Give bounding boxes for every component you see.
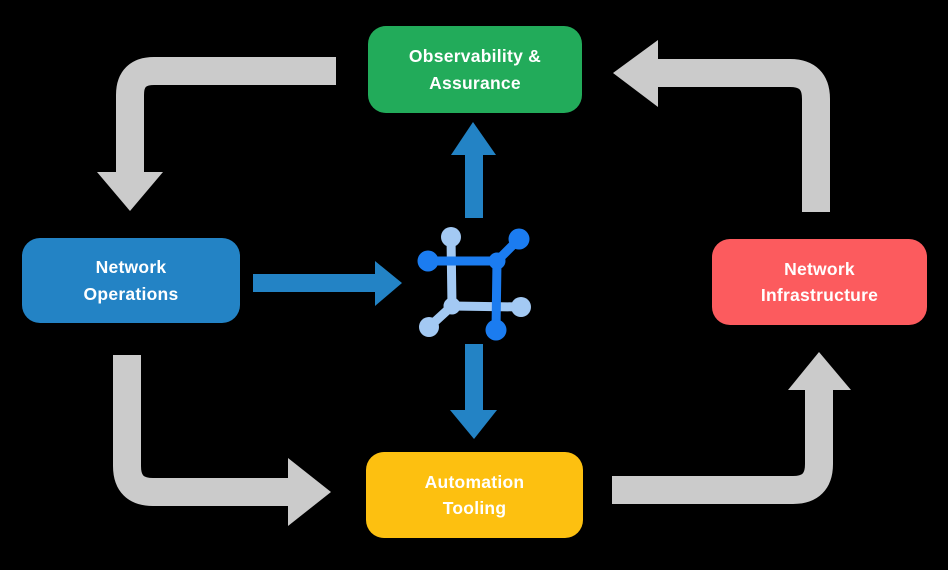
arrow-operations-to-center bbox=[253, 261, 402, 306]
arrow-head-up-icon bbox=[451, 122, 496, 155]
node-label-line: Assurance bbox=[429, 72, 521, 93]
icon-junction-ne bbox=[488, 252, 506, 270]
arrow-operations-to-automation bbox=[113, 355, 331, 526]
node-observability-assurance: Observability & Assurance bbox=[368, 26, 582, 113]
icon-junction-sw bbox=[443, 297, 461, 315]
arrow-infrastructure-to-observability bbox=[613, 40, 830, 212]
node-network-infrastructure: Network Infrastructure bbox=[712, 239, 927, 325]
arrow-head-down-icon bbox=[450, 410, 497, 439]
icon-bottom-edge bbox=[447, 301, 526, 312]
icon-left-edge bbox=[446, 232, 457, 311]
arrow-center-to-automation bbox=[450, 344, 497, 439]
icon-right-edge bbox=[491, 256, 502, 335]
arrow-automation-to-infrastructure bbox=[612, 352, 851, 504]
icon-node-top bbox=[441, 227, 461, 247]
node-label-line: Network bbox=[95, 257, 167, 278]
icon-node-bottom bbox=[485, 319, 507, 341]
icon-node-top-right bbox=[508, 228, 530, 250]
arrow-observability-to-operations bbox=[97, 57, 336, 211]
node-automation-tooling: Automation Tooling bbox=[366, 452, 583, 538]
icon-node-bottom-left bbox=[419, 317, 439, 337]
arrow-head-right-icon bbox=[375, 261, 402, 306]
icon-node-left bbox=[417, 250, 439, 272]
arrow-head-right-icon bbox=[288, 458, 331, 526]
node-label-line: Tooling bbox=[442, 498, 507, 518]
icon-dark-branch bbox=[417, 228, 530, 341]
arrow-head-down-icon bbox=[97, 172, 163, 211]
arrow-head-left-icon bbox=[613, 40, 658, 107]
node-label-line: Observability & bbox=[408, 46, 542, 67]
arrow-center-to-observability bbox=[451, 122, 496, 218]
arrow-shaft bbox=[656, 59, 830, 212]
network-automation-icon bbox=[417, 227, 531, 341]
node-label-line: Operations bbox=[83, 283, 179, 304]
node-label-line: Network bbox=[784, 258, 855, 279]
arrow-shaft bbox=[612, 386, 833, 504]
arrow-head-up-icon bbox=[788, 352, 851, 390]
icon-light-branch bbox=[419, 227, 531, 337]
arrow-shaft bbox=[113, 355, 292, 506]
node-network-operations: Network Operations bbox=[22, 238, 240, 323]
arrow-shaft bbox=[116, 57, 336, 176]
node-label-line: Automation bbox=[424, 471, 525, 492]
node-label-line: Infrastructure bbox=[760, 285, 879, 305]
icon-node-right bbox=[511, 297, 531, 317]
